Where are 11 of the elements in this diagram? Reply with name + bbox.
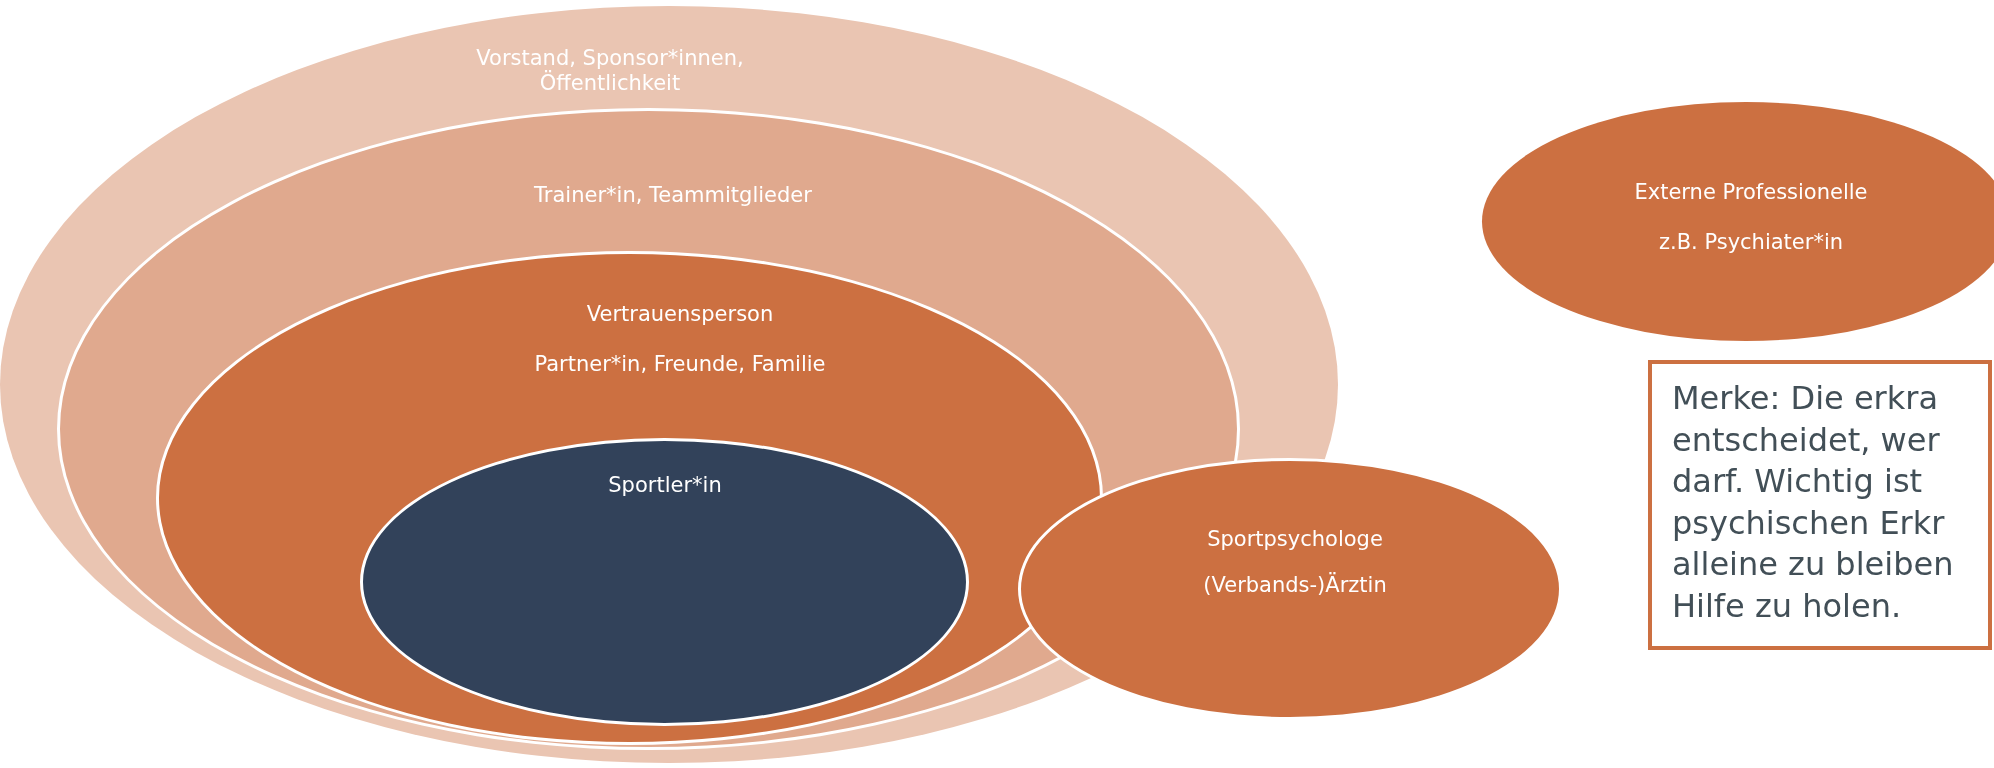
- note-text: Merke: Die erkra entscheidet, wer darf. Wichtig ist psychischen Erkr alleine zu bleiben Hilfe zu holen.: [1672, 378, 1955, 627]
- note-box: [1648, 360, 1992, 650]
- ellipse-label: z.B. Psychiater*in: [1657, 230, 1845, 256]
- ellipse-label: Partner*in, Freunde, Familie: [533, 352, 827, 378]
- ellipse-label: Externe Professionelle: [1633, 180, 1869, 206]
- ellipse-label: Sportler*in: [607, 473, 723, 499]
- ellipse-label: Trainer*in, Teammitglieder: [533, 183, 813, 209]
- ellipse-label: Vertrauensperson: [585, 302, 775, 328]
- ellipse-label: Sportpsychologe: [1206, 527, 1384, 553]
- ellipse-label: Vorstand, Sponsor*innen, Öffentlichkeit: [475, 46, 745, 97]
- ellipse-label: (Verbands-)Ärztin: [1202, 573, 1388, 599]
